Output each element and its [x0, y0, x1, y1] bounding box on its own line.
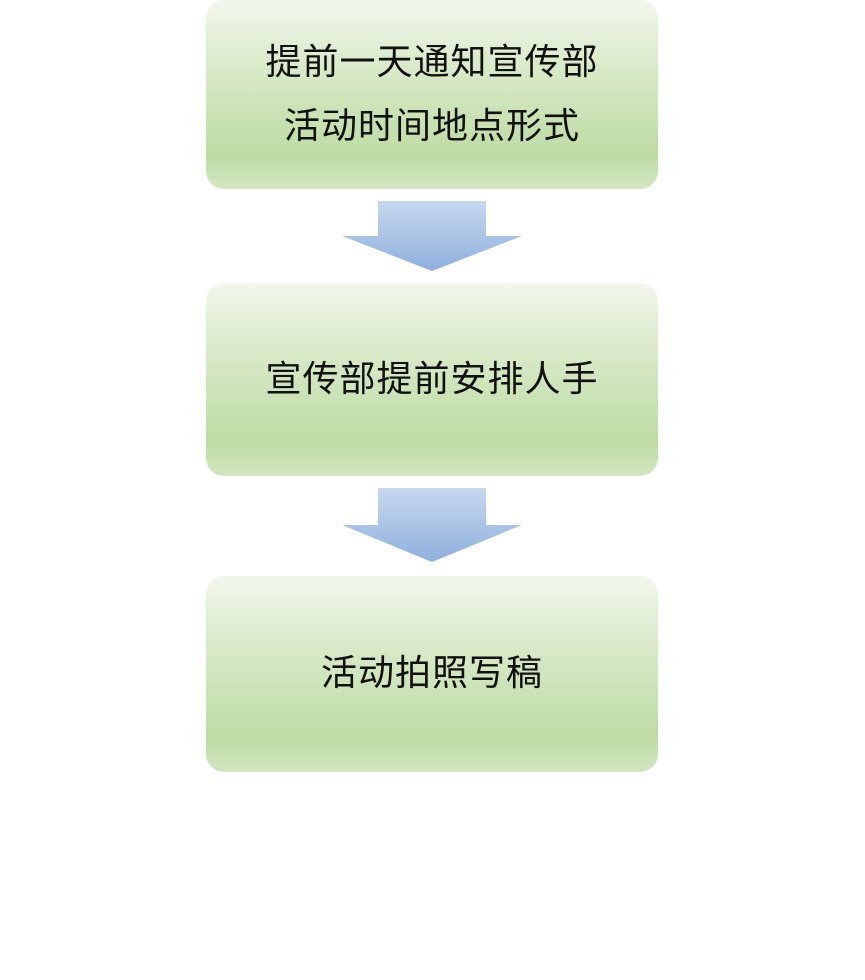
down-arrow-icon [342, 201, 522, 271]
down-arrow-icon [342, 488, 522, 562]
step-box-arrange-staff: 宣传部提前安排人手 [206, 283, 658, 476]
step-2-line-1: 宣传部提前安排人手 [265, 358, 599, 400]
step-box-notify-publicity: 提前一天通知宣传部 活动时间地点形式 [206, 0, 658, 189]
step-1-line-2: 活动时间地点形式 [283, 105, 580, 147]
step-box-photo-writeup: 活动拍照写稿 [206, 576, 658, 772]
step-1-line-1: 提前一天通知宣传部 [265, 41, 599, 83]
step-3-line-1: 活动拍照写稿 [320, 653, 543, 694]
